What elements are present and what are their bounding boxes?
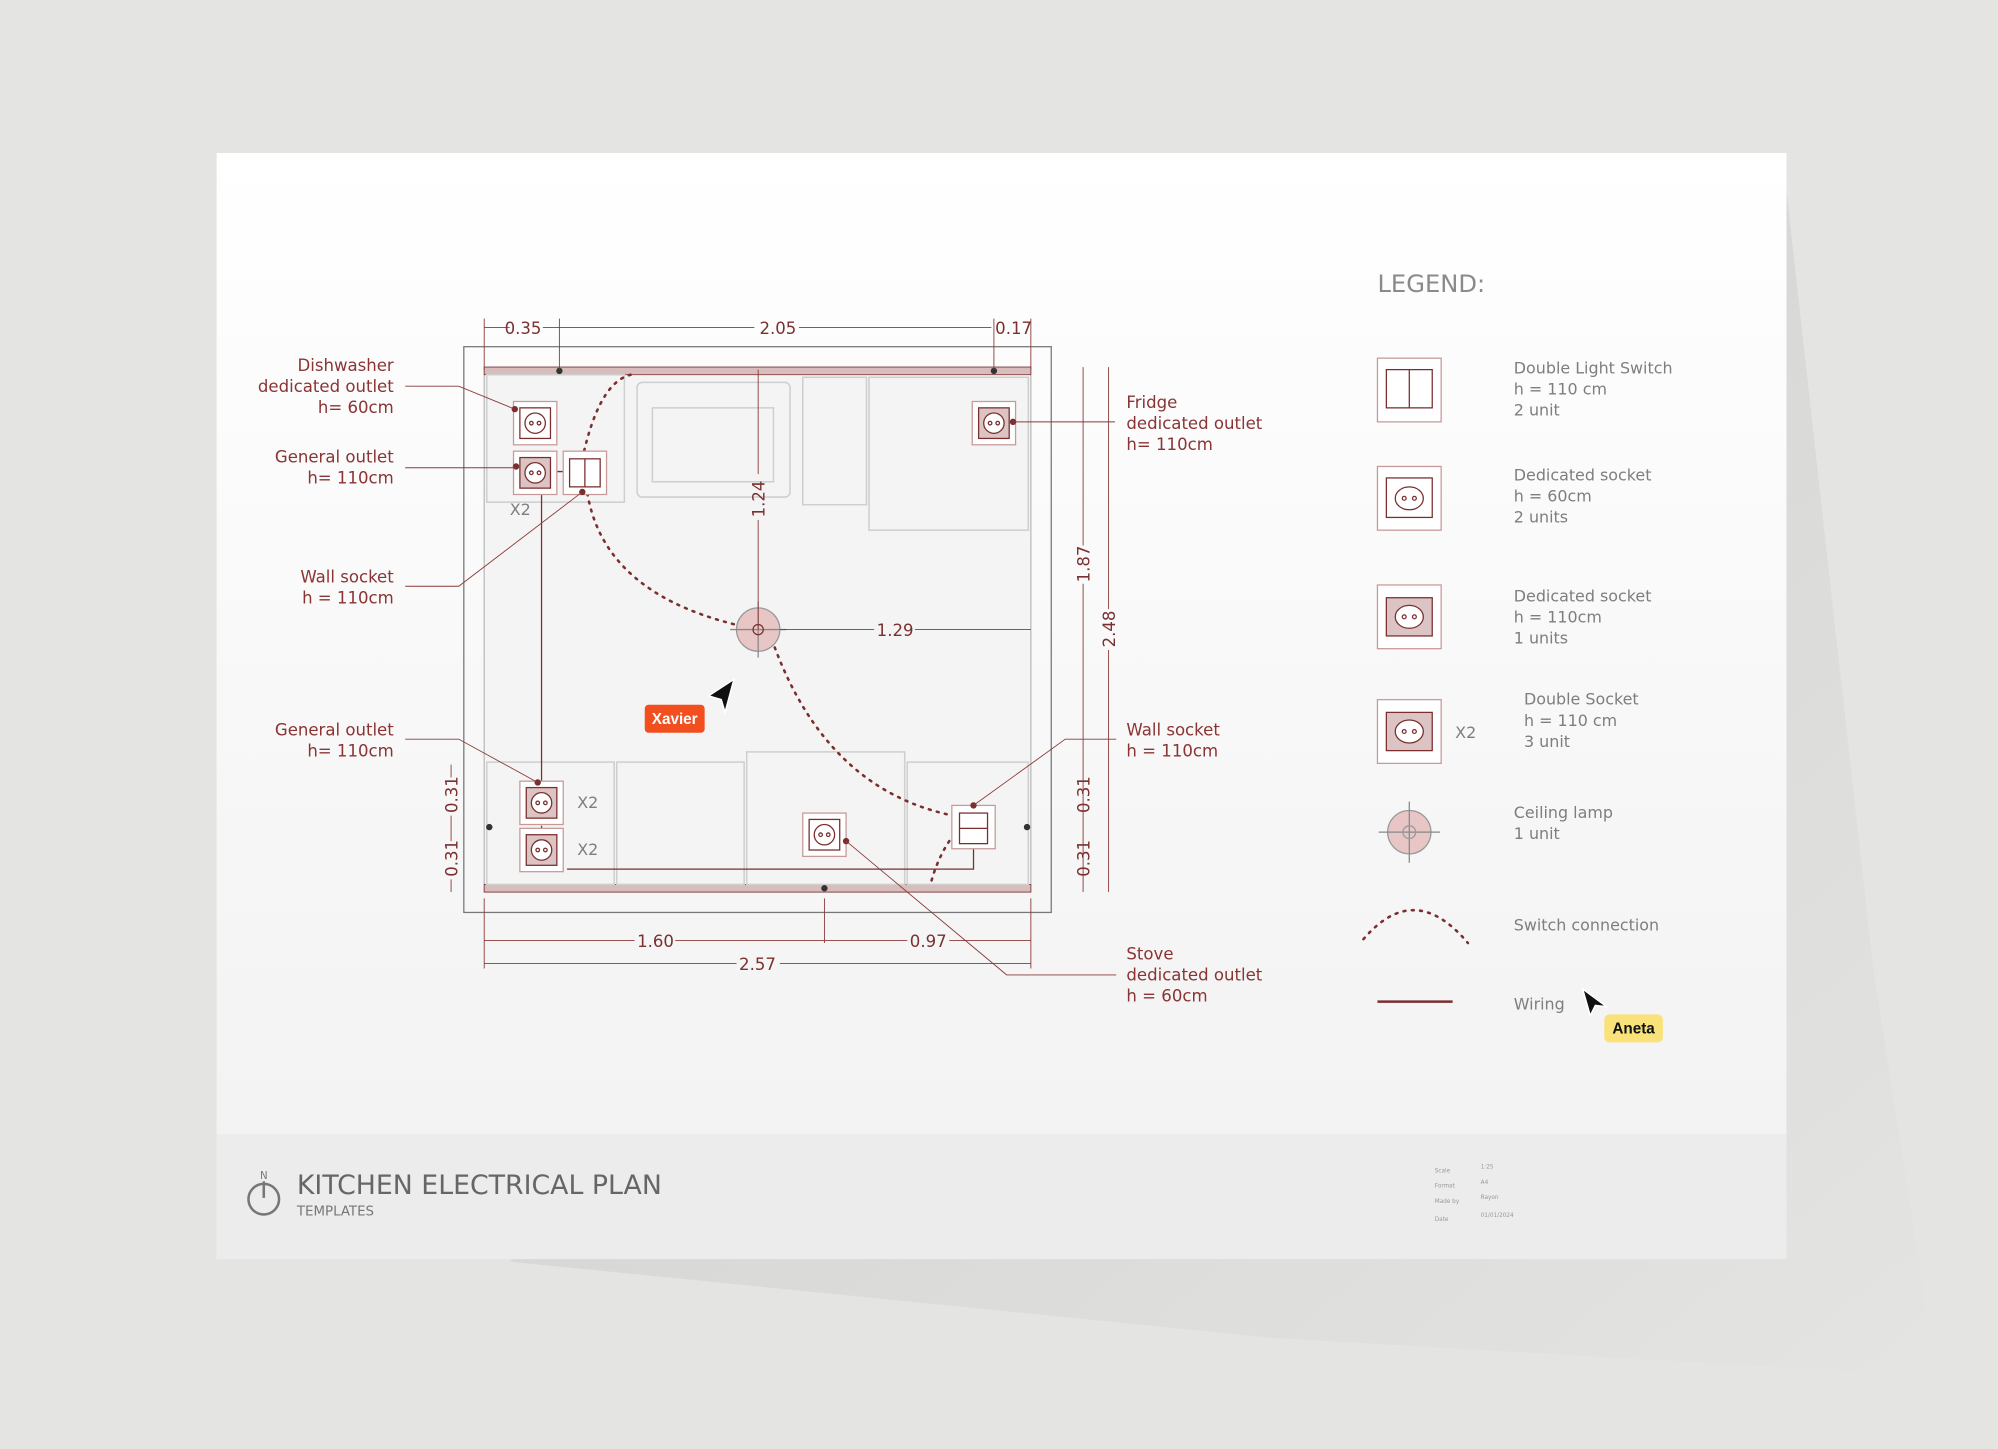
svg-text:1.24: 1.24 <box>750 481 769 518</box>
stove-socket <box>802 812 847 858</box>
dimension-lines <box>450 318 1110 969</box>
compass-icon: N <box>247 1171 281 1216</box>
svg-text:1.29: 1.29 <box>877 621 914 640</box>
svg-text:1.87: 1.87 <box>1074 546 1093 583</box>
svg-text:Switch connection: Switch connection <box>1514 915 1659 934</box>
svg-text:A4: A4 <box>1481 1180 1489 1186</box>
legend-title: LEGEND: <box>1377 270 1485 298</box>
svg-text:0.31: 0.31 <box>1074 840 1093 877</box>
dimension-labels: 0.35 2.05 0.17 1.24 1.29 1.87 2.48 0.31 … <box>442 319 1119 974</box>
svg-text:Made by: Made by <box>1435 1199 1460 1205</box>
svg-text:Wiring: Wiring <box>1514 994 1565 1013</box>
cursor-arrow-icon <box>706 677 736 716</box>
title-block <box>216 1134 1787 1260</box>
fridge-socket <box>971 400 1017 446</box>
collaborator-name: Aneta <box>1612 1021 1655 1038</box>
leader-lines <box>405 385 1117 976</box>
general-socket-top <box>512 450 558 496</box>
multiplier: X2 <box>577 840 598 859</box>
collaborator-name: Xavier <box>652 711 698 728</box>
outer-wall <box>463 346 1052 914</box>
double-light-switch-top <box>562 450 608 496</box>
svg-text:0.31: 0.31 <box>442 840 461 877</box>
svg-text:0.31: 0.31 <box>442 776 461 813</box>
sheet-info: Scale 1:25 Format A4 Made by Rayon Date 01/0… <box>1435 1165 1514 1223</box>
switch-connection-icon <box>1362 908 1470 945</box>
general-socket-bottom-2 <box>519 827 564 873</box>
title-block-content: N KITCHEN ELECTRICAL PLAN TEMPLATES Scal… <box>247 1165 1514 1223</box>
svg-text:0.97: 0.97 <box>910 932 947 951</box>
floor-plan <box>405 318 1117 976</box>
double-socket-icon <box>1376 699 1442 765</box>
cursor-xavier: Xavier <box>644 677 736 733</box>
sheet-title: KITCHEN ELECTRICAL PLAN <box>297 1170 662 1201</box>
svg-text:Format: Format <box>1435 1184 1456 1190</box>
dedicated-socket-110-icon <box>1376 584 1442 650</box>
kitchen-furniture <box>485 373 1030 886</box>
svg-text:1:25: 1:25 <box>1481 1165 1494 1171</box>
switch-connection <box>581 373 955 887</box>
ceiling-lamp-icon <box>1378 801 1440 863</box>
svg-text:Date: Date <box>1435 1217 1449 1223</box>
dedicated-socket-60-icon <box>1376 465 1442 531</box>
svg-text:2.48: 2.48 <box>1100 611 1119 648</box>
svg-text:2.57: 2.57 <box>739 955 776 974</box>
svg-text:2.05: 2.05 <box>759 319 796 338</box>
svg-text:0.35: 0.35 <box>505 319 542 338</box>
bottom-wall <box>483 884 1032 893</box>
sheet-subtitle: TEMPLATES <box>296 1205 374 1220</box>
svg-text:1.60: 1.60 <box>637 932 674 951</box>
dishwasher-socket <box>512 400 558 446</box>
cursor-arrow-icon <box>1581 986 1610 1018</box>
double-light-switch-bottom <box>951 804 996 850</box>
cursor-aneta: Aneta <box>1581 986 1663 1043</box>
top-wall <box>483 366 1032 376</box>
double-light-switch-icon <box>1376 357 1442 423</box>
svg-text:N: N <box>260 1171 268 1182</box>
multiplier: X2 <box>577 793 598 812</box>
multiplier: X2 <box>510 500 531 519</box>
svg-text:0.31: 0.31 <box>1074 776 1093 813</box>
svg-text:X2: X2 <box>1455 723 1476 742</box>
general-socket-bottom-1 <box>519 780 564 826</box>
svg-text:01/01/2024: 01/01/2024 <box>1481 1213 1514 1219</box>
svg-text:Scale: Scale <box>1435 1168 1451 1174</box>
connection-dots <box>486 367 1031 892</box>
svg-text:0.17: 0.17 <box>995 319 1032 338</box>
svg-text:Rayon: Rayon <box>1481 1195 1499 1201</box>
